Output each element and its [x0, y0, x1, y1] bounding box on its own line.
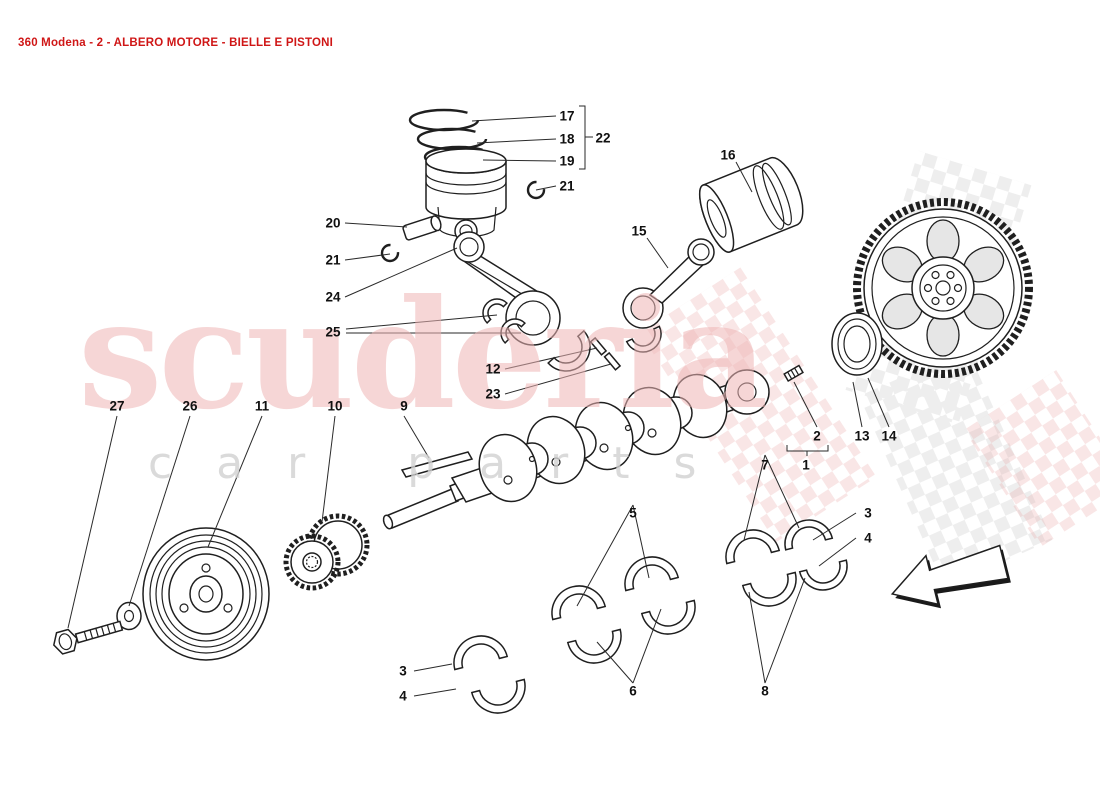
part-label-14: 14 — [881, 429, 897, 444]
watermark-sub: car parts — [148, 438, 740, 489]
crankshaft-illustration — [382, 369, 770, 530]
pulley — [142, 527, 270, 661]
part-label-3: 3 — [399, 664, 407, 679]
part-label-27: 27 — [109, 399, 124, 414]
part-label-8: 8 — [761, 684, 769, 699]
part-label-21: 21 — [325, 253, 341, 268]
stud — [783, 364, 804, 382]
part-label-25: 25 — [325, 325, 341, 340]
crank-key — [400, 451, 474, 478]
part-label-1: 1 — [802, 458, 810, 473]
part-label-22: 22 — [595, 131, 610, 146]
part-label-23: 23 — [485, 387, 501, 402]
part-label-19: 19 — [559, 154, 574, 169]
wrist-pin — [402, 215, 442, 241]
part-label-11: 11 — [255, 399, 270, 414]
part-label-10: 10 — [327, 399, 342, 414]
part-label-26: 26 — [182, 399, 198, 414]
timing-gear — [283, 513, 370, 591]
part-label-13: 13 — [854, 429, 870, 444]
crank-bolt — [52, 620, 124, 655]
part-label-2: 2 — [813, 429, 821, 444]
leader-lines — [67, 115, 890, 697]
part-label-16: 16 — [720, 148, 736, 163]
part-label-3: 3 — [864, 506, 872, 521]
part-label-6: 6 — [629, 684, 637, 699]
part-label-5: 5 — [629, 506, 637, 521]
connecting-rod-2 — [622, 238, 715, 353]
part-label-18: 18 — [559, 132, 575, 147]
part-label-17: 17 — [559, 109, 574, 124]
part-label-4: 4 — [864, 531, 872, 546]
connecting-rod — [453, 231, 622, 372]
page-title: 360 Modena - 2 - ALBERO MOTORE - BIELLE … — [18, 37, 334, 49]
main-bearings — [453, 519, 848, 714]
watermark-main: scuderia — [78, 267, 765, 443]
part-label-9: 9 — [400, 399, 408, 414]
part-label-12: 12 — [485, 362, 500, 377]
brackets — [579, 105, 829, 456]
part-label-21: 21 — [559, 179, 575, 194]
part-label-7: 7 — [761, 458, 769, 473]
flywheel — [853, 198, 1033, 378]
part-label-24: 24 — [325, 290, 341, 305]
part-label-20: 20 — [325, 216, 340, 231]
part-label-15: 15 — [631, 224, 647, 239]
circlips — [380, 180, 546, 263]
direction-arrow — [890, 544, 1011, 609]
crank-seal — [831, 312, 883, 376]
washer — [116, 601, 142, 631]
piston-2 — [698, 156, 804, 253]
part-label-4: 4 — [399, 689, 407, 704]
